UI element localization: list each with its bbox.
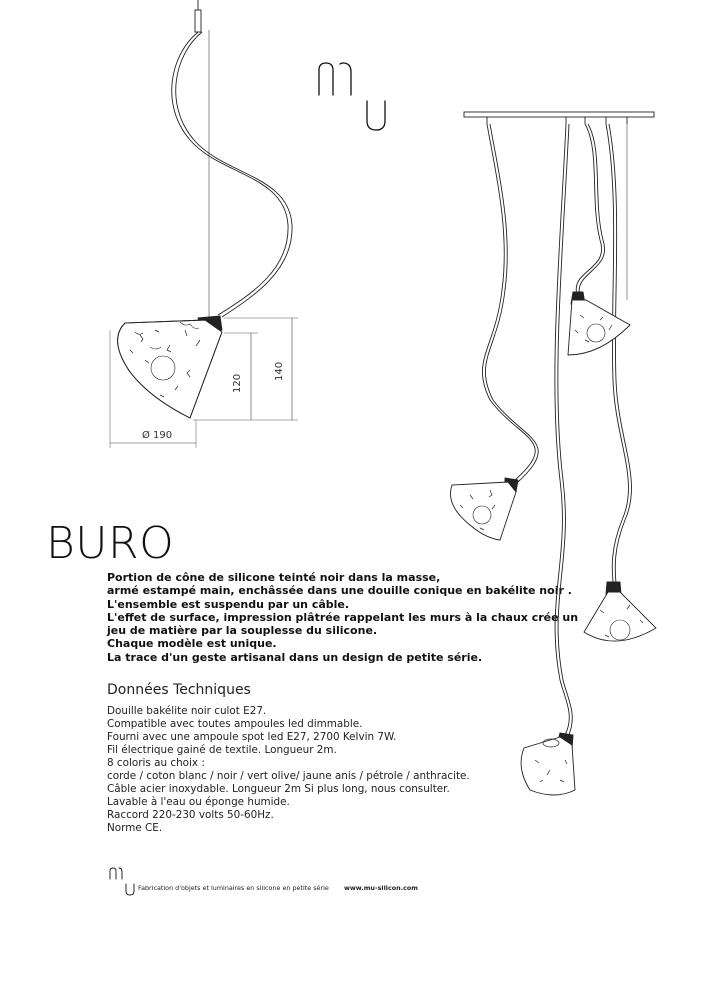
- spec-line: corde / coton blanc / noir / vert olive/…: [107, 770, 470, 782]
- spec-line: Fourni avec une ampoule spot led E27, 27…: [107, 731, 397, 743]
- brand-logo: [318, 62, 386, 131]
- dimension-label-120: 120: [232, 374, 243, 393]
- lamp-single-drawing: [109, 0, 298, 448]
- technical-heading: Données Techniques: [107, 682, 251, 698]
- description-line: armé estampé main, enchâssée dans une do…: [107, 584, 572, 598]
- spec-line: Raccord 220-230 volts 50-60Hz.: [107, 809, 274, 821]
- description-line: Chaque modèle est unique.: [107, 637, 277, 651]
- lamp-cluster-drawing: [450, 111, 657, 796]
- spec-line: Câble acier inoxydable. Longueur 2m Si p…: [107, 783, 450, 795]
- spec-line: 8 coloris au choix :: [107, 757, 205, 769]
- footer-logo: [109, 867, 135, 896]
- dimension-label-diameter: Ø 190: [142, 429, 172, 441]
- description-line: jeu de matière par la souplesse du silic…: [107, 624, 378, 638]
- spec-line: Douille bakélite noir culot E27.: [107, 705, 267, 717]
- technical-specs: Douille bakélite noir culot E27. Compati…: [107, 705, 470, 835]
- description-line: L'effet de surface, impression plâtrée r…: [107, 610, 579, 624]
- footer-tagline: Fabrication d'objets et luminaires en si…: [138, 884, 329, 892]
- description-line: Portion de cône de silicone teinté noir …: [107, 571, 441, 584]
- spec-line: Norme CE.: [107, 822, 163, 834]
- description-line: La trace d'un geste artisanal dans un de…: [107, 650, 483, 664]
- product-title: BURO: [46, 518, 175, 569]
- description-line: L'ensemble est suspendu par un câble.: [107, 597, 350, 611]
- dimension-label-140: 140: [274, 362, 285, 381]
- spec-line: Fil électrique gainé de textile. Longueu…: [107, 744, 337, 756]
- product-description: Portion de cône de silicone teinté noir …: [107, 571, 579, 664]
- spec-line: Compatible avec toutes ampoules led dimm…: [107, 718, 363, 730]
- footer-website-link[interactable]: www.mu-silicon.com: [344, 884, 418, 892]
- spec-line: Lavable à l'eau ou éponge humide.: [107, 796, 290, 808]
